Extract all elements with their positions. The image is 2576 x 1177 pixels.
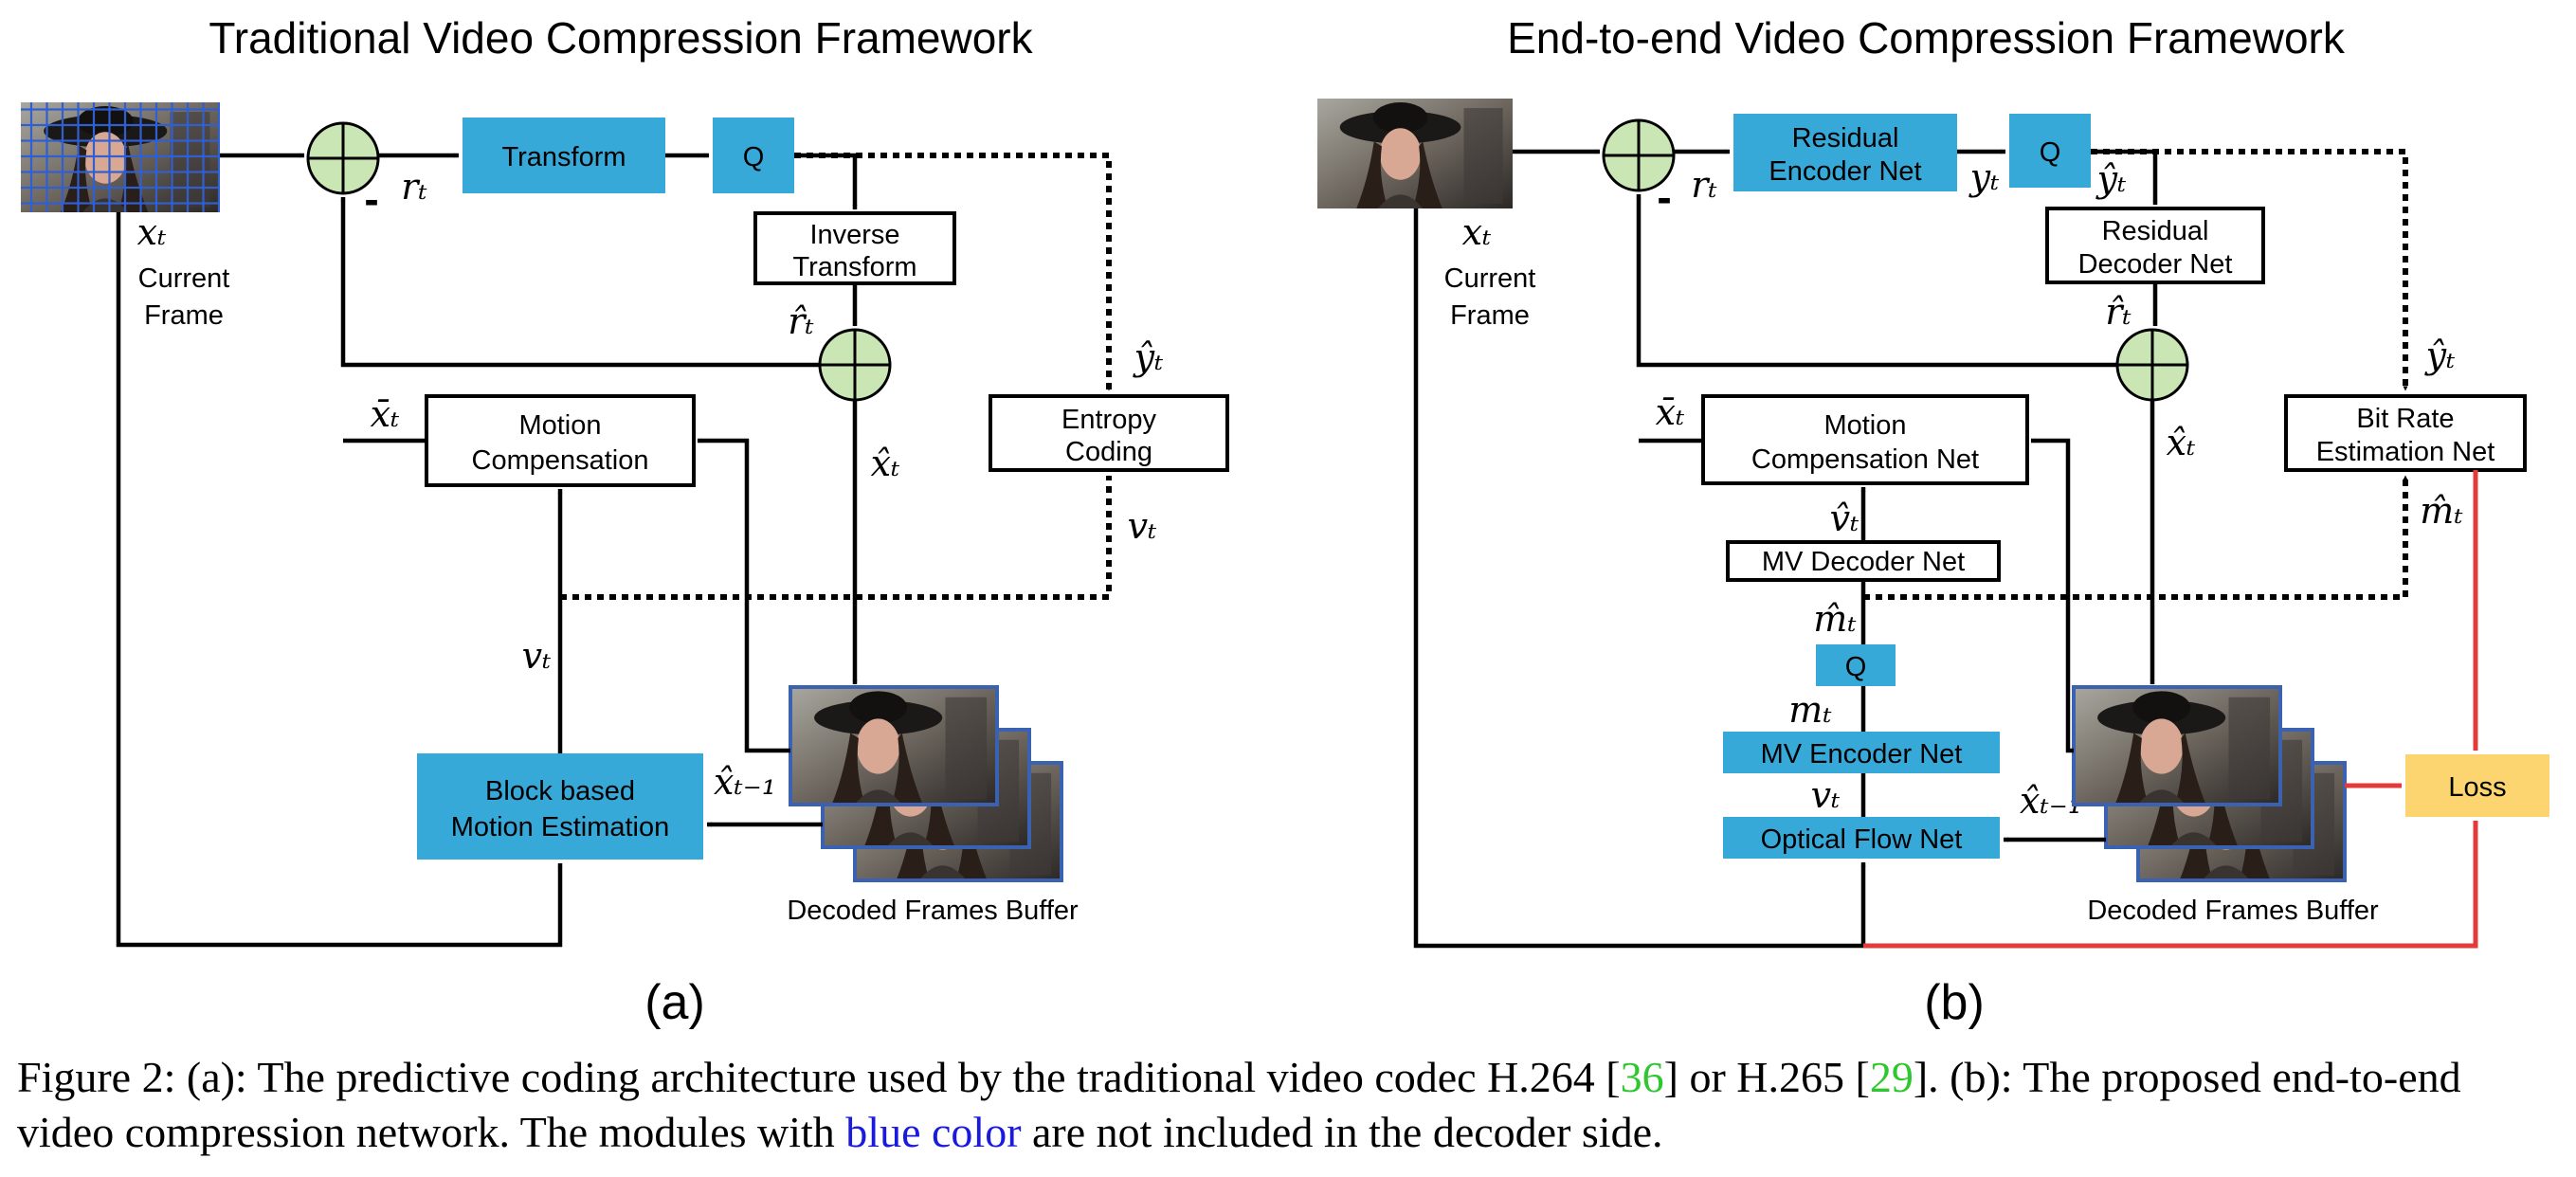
quantizer-label-b: Q xyxy=(2040,137,2061,168)
inverse-transform-box xyxy=(753,211,956,285)
dotted-connectors-b xyxy=(1863,149,2408,600)
transform-label: Transform xyxy=(501,142,626,172)
quantizer-box-b xyxy=(2009,114,2091,188)
residual-encoder-label-2: Encoder Net xyxy=(1769,156,1921,187)
residual-decoder-label-2: Decoder Net xyxy=(2078,249,2233,280)
bit-rate-label-1: Bit Rate xyxy=(2356,404,2454,434)
residual-encoder-net-box xyxy=(1733,114,1957,191)
caption-part-4: are not included in the decoder side. xyxy=(1021,1108,1663,1156)
residual-decoder-net-box xyxy=(2045,207,2265,284)
optical-flow-net-box xyxy=(1723,817,2000,859)
minus-sign-a: - xyxy=(364,174,378,224)
motion-estimation-label-1: Block based xyxy=(485,776,635,806)
residual-encoder-label-1: Residual xyxy=(1792,123,1899,154)
loss-connectors xyxy=(1863,470,2478,949)
panel-a-title: Traditional Video Compression Framework xyxy=(209,13,1033,63)
inverse-transform-label-1: Inverse xyxy=(809,220,899,250)
dotted-connectors-a xyxy=(560,153,1112,600)
motion-compensation-box-a xyxy=(425,394,696,487)
caption-ref-29[interactable]: 29 xyxy=(1869,1053,1914,1101)
panel-b-title: End-to-end Video Compression Framework xyxy=(1507,13,2346,63)
motion-estimation-box xyxy=(417,753,703,860)
current-frame-label-2-a: Frame xyxy=(144,300,224,331)
symbol-r-t-a: rₜ xyxy=(401,166,427,208)
connectors-b xyxy=(1413,149,2158,949)
mv-decoder-net-label: MV Decoder Net xyxy=(1762,547,1965,577)
loss-label: Loss xyxy=(2448,772,2506,803)
motion-compensation-label-1-a: Motion xyxy=(518,410,601,441)
caption-part-3: ]. (b): The proposed end-to-end video co… xyxy=(17,1053,2461,1156)
symbol-y-t-b: yₜ xyxy=(1968,156,2000,198)
panel-b: End-to-end Video Compression Framework x… xyxy=(1317,13,2549,1030)
panel-b-label: (b) xyxy=(1924,975,1985,1030)
loss-box xyxy=(2405,754,2549,817)
symbol-y-hat-t-a: ŷₜ xyxy=(1133,336,1164,378)
panel-a: Traditional Video Compression Framework … xyxy=(21,13,1229,1030)
mv-encoder-net-label: MV Encoder Net xyxy=(1761,739,1963,770)
current-frame-label-1-b: Current xyxy=(1444,263,1536,294)
symbol-y-hat-t-2-b: ŷₜ xyxy=(2424,335,2456,376)
quantizer-label-a: Q xyxy=(743,142,765,172)
bit-rate-estimation-net-box xyxy=(2284,394,2527,472)
symbol-m-hat-t-b: m̂ₜ xyxy=(1813,598,1857,640)
caption-blue-color: blue color xyxy=(845,1108,1022,1156)
mv-decoder-net-box xyxy=(1726,540,2001,582)
symbol-v-t-top-a: vₜ xyxy=(1128,505,1157,547)
decoded-frames-buffer-label-a: Decoded Frames Buffer xyxy=(787,896,1079,926)
decoded-frames-buffer-b xyxy=(2072,685,2347,882)
quantizer-box-a xyxy=(713,118,794,193)
symbol-m-hat-t-right-b: m̂ₜ xyxy=(2420,490,2463,532)
residual-decoder-label-1: Residual xyxy=(2102,216,2209,246)
subtract-adder-a xyxy=(306,121,380,195)
symbol-x-t-a: xₜ xyxy=(137,211,167,253)
motion-compensation-net-label-2: Compensation Net xyxy=(1751,444,1979,475)
caption-part-2: ] or H.265 [ xyxy=(1663,1053,1870,1101)
symbol-m-t-b: mₜ xyxy=(1788,689,1832,731)
current-frame-label-1-a: Current xyxy=(138,263,230,294)
symbol-x-hat-t-b: x̂ₜ xyxy=(2167,422,2196,463)
entropy-coding-label-2: Coding xyxy=(1065,437,1152,467)
quantizer-mv-label: Q xyxy=(1845,652,1867,682)
motion-estimation-label-2: Motion Estimation xyxy=(451,812,670,842)
current-frame-label-2-b: Frame xyxy=(1450,300,1530,331)
symbol-r-hat-t-b: r̂ₜ xyxy=(2105,291,2132,333)
reconstruction-adder-a xyxy=(818,328,892,402)
inverse-transform-label-2: Transform xyxy=(792,252,916,282)
optical-flow-net-label: Optical Flow Net xyxy=(1761,824,1963,855)
minus-sign-b: - xyxy=(1657,172,1671,222)
motion-compensation-label-2-a: Compensation xyxy=(472,445,649,476)
symbol-x-bar-t-b: x̄ₜ xyxy=(1656,391,1685,433)
motion-compensation-net-label-1: Motion xyxy=(1823,410,1906,441)
symbol-v-t-a: vₜ xyxy=(522,635,552,677)
connectors-a xyxy=(116,153,858,948)
symbol-x-t-b: xₜ xyxy=(1462,211,1492,253)
symbol-v-hat-t-b: v̂ₜ xyxy=(1830,498,1859,539)
panel-a-label: (a) xyxy=(644,975,705,1030)
symbol-x-bar-t-a: x̄ₜ xyxy=(371,393,400,435)
symbol-r-t-b: rₜ xyxy=(1691,164,1717,206)
decoded-frames-buffer-label-b: Decoded Frames Buffer xyxy=(2087,896,2379,926)
caption-ref-36[interactable]: 36 xyxy=(1620,1053,1664,1101)
entropy-coding-box xyxy=(989,394,1229,472)
symbol-v-t-b: vₜ xyxy=(1811,774,1841,816)
reconstruction-adder-b xyxy=(2115,328,2189,402)
entropy-coding-label-1: Entropy xyxy=(1061,405,1156,435)
caption-part-1: Figure 2: (a): The predictive coding arc… xyxy=(17,1053,1621,1101)
symbol-x-hat-prev-a: x̂ₜ₋₁ xyxy=(714,761,776,803)
current-frame-image-b xyxy=(1317,99,1513,208)
bit-rate-label-2: Estimation Net xyxy=(2316,437,2495,467)
symbol-r-hat-t-a: r̂ₜ xyxy=(788,300,814,342)
current-frame-image-a xyxy=(21,102,220,212)
transform-box xyxy=(463,118,665,193)
symbol-x-hat-t-a: x̂ₜ xyxy=(871,443,900,484)
subtract-adder-b xyxy=(1602,118,1676,192)
figure-caption: Figure 2: (a): The predictive coding arc… xyxy=(17,1050,2557,1160)
quantizer-mv-box xyxy=(1816,644,1896,686)
mv-encoder-net-box xyxy=(1723,732,2000,773)
symbol-y-hat-t-b: ŷₜ xyxy=(2095,158,2127,200)
decoded-frames-buffer-a xyxy=(789,685,1063,882)
